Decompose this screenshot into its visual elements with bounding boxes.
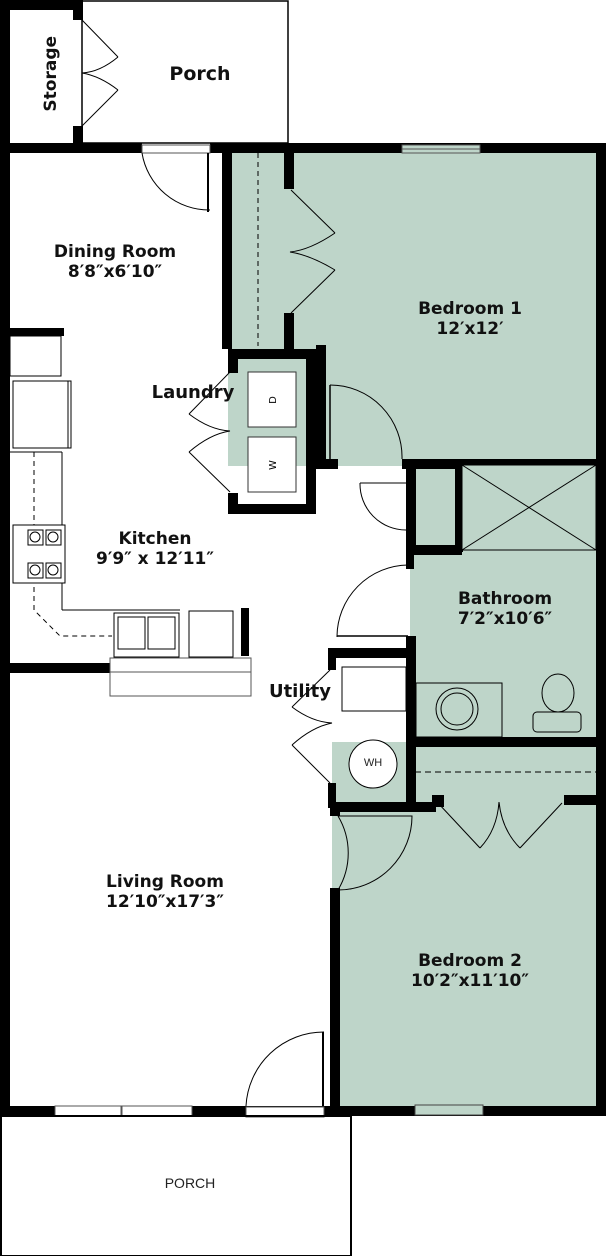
closet2-bifold-door <box>437 801 563 849</box>
kitchen-bar <box>109 657 252 697</box>
laundry-bifold-door <box>188 371 231 493</box>
water-heater-label: WH <box>363 757 383 769</box>
storage-bifold-door <box>81 19 119 127</box>
room-storage: Storage <box>41 35 62 112</box>
closet1-bifold-door <box>289 189 336 314</box>
room-laundry: Laundry <box>151 382 235 403</box>
washer <box>247 436 297 493</box>
refrigerator <box>12 380 72 449</box>
room-porch-bottom: PORCH <box>164 1175 216 1191</box>
room-porch-top: Porch <box>169 63 231 85</box>
bedroom2-floor <box>332 742 600 1108</box>
water-heater <box>348 739 398 789</box>
dishwasher <box>188 610 234 658</box>
vanity <box>415 682 503 738</box>
svg-text:W: W <box>268 460 279 470</box>
utility-bifold-door <box>291 669 333 784</box>
kitchen-sink <box>113 612 180 658</box>
sink-icon <box>435 687 479 731</box>
dryer <box>247 371 297 428</box>
room-utility: Utility <box>268 681 332 702</box>
svg-text:D: D <box>268 396 279 404</box>
porch-bottom-outline <box>0 1115 352 1256</box>
utility-sink <box>341 666 407 712</box>
porch-top-outline <box>81 0 289 144</box>
